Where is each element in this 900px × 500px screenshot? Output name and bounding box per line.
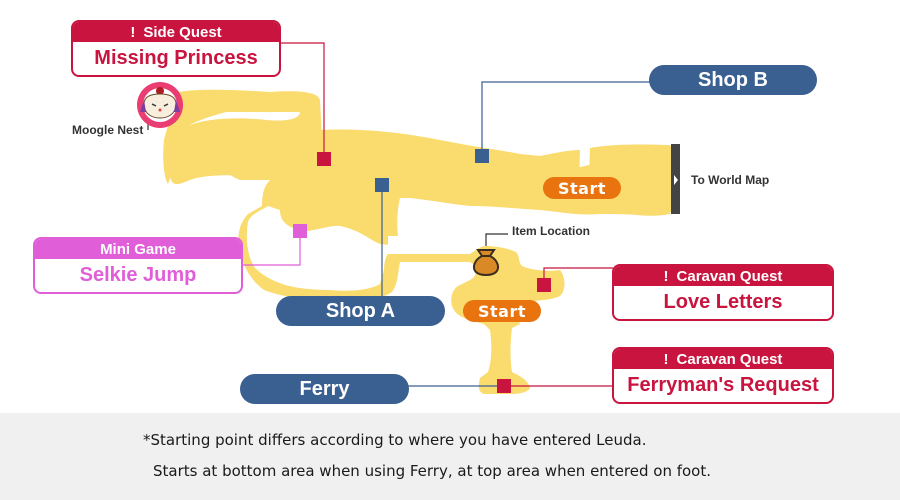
caravan-quest-card-ferrymans-request[interactable]: ! Caravan Quest Ferryman's Request bbox=[612, 347, 834, 404]
exclamation-icon: ! bbox=[663, 267, 669, 285]
marker-missing-princess bbox=[317, 152, 331, 166]
caravan-quest-title: Love Letters bbox=[663, 291, 783, 313]
side-quest-title: Missing Princess bbox=[94, 47, 258, 69]
connector-shop-b bbox=[481, 81, 650, 156]
mini-game-title: Selkie Jump bbox=[79, 264, 197, 286]
start-marker-bottom: Start bbox=[463, 300, 541, 322]
item-bag-icon bbox=[473, 249, 499, 276]
item-location-label: Item Location bbox=[512, 224, 591, 238]
marker-ferrymans-request bbox=[497, 379, 511, 393]
side-quest-header: ! Side Quest bbox=[73, 22, 279, 42]
mini-game-category: Mini Game bbox=[100, 240, 176, 258]
footer-note-line-2: Starts at bottom area when using Ferry, … bbox=[153, 462, 712, 480]
exclamation-icon: ! bbox=[663, 350, 669, 368]
connector-item-location bbox=[485, 233, 508, 246]
footer-note-line-1: *Starting point differs according to whe… bbox=[143, 431, 647, 449]
start-marker-top: Start bbox=[543, 177, 621, 199]
marker-love-letters bbox=[537, 278, 551, 292]
connector-missing-princess bbox=[280, 42, 325, 158]
side-quest-card-missing-princess[interactable]: ! Side Quest Missing Princess bbox=[71, 20, 281, 77]
world-map-exit-label[interactable]: To World Map bbox=[691, 173, 770, 187]
connector-selkie-jump bbox=[242, 232, 301, 266]
exclamation-icon: ! bbox=[130, 23, 136, 41]
caravan-quest-header: ! Caravan Quest bbox=[614, 266, 832, 286]
caravan-quest-category: Caravan Quest bbox=[676, 350, 783, 368]
shop-a-label[interactable]: Shop A bbox=[276, 296, 445, 326]
marker-shop-b bbox=[475, 149, 489, 163]
map-floor-layout bbox=[137, 42, 680, 394]
caravan-quest-title: Ferryman's Request bbox=[627, 374, 819, 396]
caravan-quest-card-love-letters[interactable]: ! Caravan Quest Love Letters bbox=[612, 264, 834, 321]
caravan-quest-category: Caravan Quest bbox=[676, 267, 783, 285]
mini-game-header: Mini Game bbox=[35, 239, 241, 259]
caravan-quest-header: ! Caravan Quest bbox=[614, 349, 832, 369]
shop-b-label[interactable]: Shop B bbox=[649, 65, 817, 95]
marker-shop-a bbox=[375, 178, 389, 192]
moogle-icon bbox=[137, 82, 183, 128]
side-quest-category: Side Quest bbox=[143, 23, 222, 41]
mini-game-card-selkie-jump[interactable]: Mini Game Selkie Jump bbox=[33, 237, 243, 294]
chevron-right-icon bbox=[674, 175, 678, 185]
moogle-nest-label: Moogle Nest bbox=[72, 123, 144, 137]
marker-selkie-jump bbox=[293, 224, 307, 238]
footer-note-panel: *Starting point differs according to whe… bbox=[0, 413, 900, 500]
ferry-label[interactable]: Ferry bbox=[240, 374, 409, 404]
